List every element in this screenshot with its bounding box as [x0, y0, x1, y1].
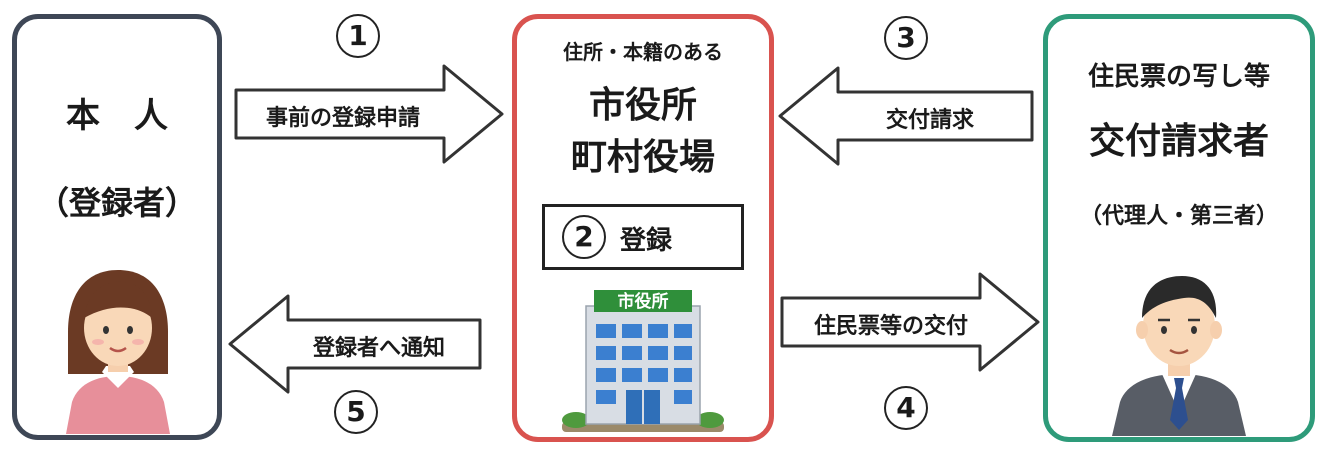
step-3-number: 3	[884, 16, 928, 60]
requester-subtitle: （代理人・第三者）	[1079, 204, 1278, 229]
step-4-label: 住民票等の交付	[813, 314, 968, 339]
building-sign-text: 市役所	[618, 291, 669, 312]
office-name-line1: 市役所	[588, 85, 697, 126]
woman-illustration-icon	[66, 270, 170, 434]
step-2-number: 2	[562, 215, 606, 259]
man-illustration-icon	[1112, 276, 1246, 436]
office-caption: 住所・本籍のある	[563, 40, 723, 64]
step-1-label: 事前の登録申請	[265, 106, 420, 131]
arrow-step-5	[228, 294, 482, 394]
requester-caption: 住民票の写し等	[1087, 62, 1270, 92]
office-name-line2: 町村役場	[570, 137, 715, 178]
step-5-number: 5	[334, 390, 378, 434]
requester-title: 交付請求者	[1088, 121, 1269, 162]
city-hall-building-icon: 市役所	[562, 290, 724, 432]
arrow-step-4	[780, 272, 1040, 372]
step-5-label: 登録者へ通知	[312, 336, 445, 361]
arrow-step-1	[234, 64, 504, 164]
step-4-number: 4	[884, 386, 928, 430]
registrant-subtitle: （登録者）	[36, 184, 197, 222]
arrow-step-3	[778, 66, 1034, 166]
register-label: 登録	[620, 226, 673, 256]
step-1-number: 1	[336, 14, 380, 58]
registrant-title: 本 人	[66, 96, 168, 136]
step-3-label: 交付請求	[885, 108, 974, 133]
